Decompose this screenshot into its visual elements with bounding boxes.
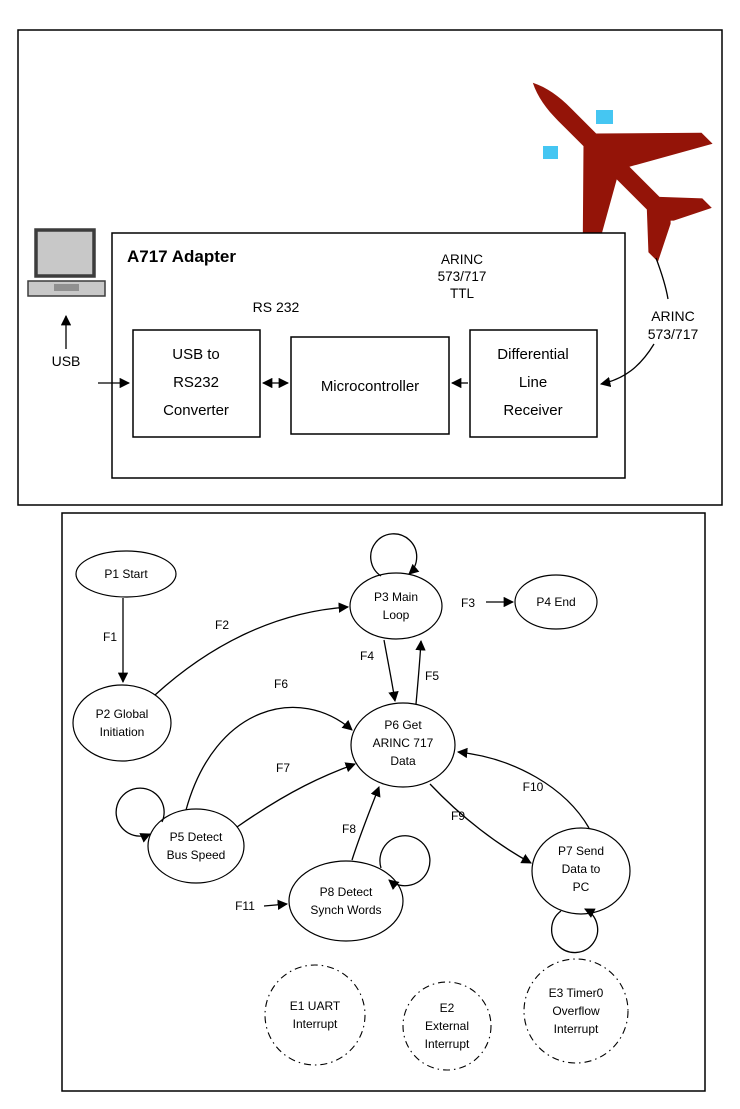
receiver-box [469, 329, 598, 438]
edge-label-f8: F8 [342, 822, 356, 836]
ttl-label-line1: ARINC [441, 252, 483, 267]
interrupt-e2 [402, 981, 492, 1071]
interrupt-e1 [264, 964, 366, 1066]
state-p8-label-line1: P8 Detect [320, 885, 373, 899]
adapter-title: A717 Adapter [127, 247, 236, 266]
state-p6 [350, 702, 456, 788]
edge-label-f10: F10 [523, 780, 544, 794]
airplane-body [532, 82, 713, 263]
state-p5-label-line2: Bus Speed [167, 848, 226, 862]
microcontroller-label: Microcontroller [321, 378, 419, 395]
converter-label-line3: Converter [163, 402, 229, 419]
edge-f5 [415, 639, 426, 705]
state-p8 [288, 860, 404, 942]
edge-f7 [236, 762, 356, 828]
state-p4-label: P4 End [536, 595, 575, 609]
plane-window [596, 110, 613, 124]
converter-label-line2: RS232 [173, 374, 219, 391]
edge-f11 [263, 899, 289, 910]
interrupt-e3-label-line1: E3 Timer0 [549, 986, 604, 1000]
interrupt-e1-label-line1: E1 UART [290, 999, 341, 1013]
interrupt-e2-label-line3: Interrupt [425, 1037, 470, 1051]
state-p3 [349, 572, 443, 640]
converter-label-line1: USB to [172, 346, 220, 363]
ttl-label-line3: TTL [450, 286, 474, 301]
converter-box [132, 329, 261, 438]
laptop-touchpad [54, 284, 79, 291]
arinc-label-line2: 573/717 [648, 326, 699, 342]
state-p7 [531, 827, 631, 915]
rs232-label: RS 232 [253, 299, 300, 315]
state-p7-label-line2: Data to [562, 862, 601, 876]
self-loop-p7 [551, 908, 599, 954]
state-p7-label-line1: P7 Send [558, 844, 604, 858]
interrupt-e2-label-line1: E2 [440, 1001, 455, 1015]
edge-f2 [154, 602, 350, 696]
state-p2-label-line1: P2 Global [96, 707, 149, 721]
state-p7-label-line3: PC [573, 880, 590, 894]
state-p5-label-line1: P5 Detect [170, 830, 223, 844]
state-p2-label-line2: Initiation [100, 725, 145, 739]
edge-label-f1: F1 [103, 630, 117, 644]
laptop-screen [34, 228, 96, 278]
edge-label-f11: F11 [235, 899, 255, 913]
edge-f6 [185, 706, 353, 811]
state-p3-label-line1: P3 Main [374, 590, 418, 604]
state-p6-label-line3: Data [390, 754, 416, 768]
microcontroller-box [290, 336, 450, 435]
usb-label: USB [52, 353, 81, 369]
edge-label-f7: F7 [276, 761, 290, 775]
state-p1 [75, 550, 177, 598]
edge-f10 [456, 747, 590, 829]
edge-f8 [351, 786, 381, 861]
state-p4 [514, 574, 598, 630]
interrupt-e3-label-line2: Overflow [552, 1004, 600, 1018]
state-p5 [147, 808, 245, 884]
state-p8-label-line2: Synch Words [310, 903, 381, 917]
edge-f9 [429, 783, 532, 864]
arinc-receiver-arrow [599, 343, 655, 388]
adapter-diagram: USB A717 Adapter USB to RS232 Converter … [17, 29, 723, 506]
state-p3-label-line2: Loop [383, 608, 410, 622]
state-p6-label-line1: P6 Get [384, 718, 422, 732]
interrupt-e2-label-line2: External [425, 1019, 469, 1033]
state-p1-label: P1 Start [104, 567, 148, 581]
self-loop-p5 [115, 787, 165, 843]
receiver-label-line2: Line [519, 374, 547, 391]
self-loop-p3 [370, 533, 420, 577]
arinc-label-line1: ARINC [651, 308, 695, 324]
plane-window [543, 146, 558, 159]
laptop-icon [27, 228, 106, 297]
edge-label-f6: F6 [274, 677, 288, 691]
edge-label-f4: F4 [360, 649, 374, 663]
interrupt-e3 [523, 958, 629, 1064]
edge-label-f9: F9 [451, 809, 465, 823]
interrupt-e1-label-line2: Interrupt [293, 1017, 338, 1031]
state-diagram: P1 Start P2 Global Initiation P3 Main Lo… [61, 512, 706, 1092]
edge-f4 [383, 639, 399, 703]
edge-label-f5: F5 [425, 669, 439, 683]
ttl-label-line2: 573/717 [438, 269, 487, 284]
state-p2 [72, 684, 172, 762]
receiver-label-line1: Differential [497, 346, 568, 363]
airplane-icon [532, 82, 713, 300]
edge-label-f3: F3 [461, 596, 475, 610]
self-loop-p8 [379, 835, 431, 890]
receiver-label-line3: Receiver [503, 402, 562, 419]
edge-label-f2: F2 [215, 618, 229, 632]
state-p6-label-line2: ARINC 717 [373, 736, 434, 750]
plane-pointer-line [655, 257, 669, 300]
interrupt-e3-label-line3: Interrupt [554, 1022, 599, 1036]
